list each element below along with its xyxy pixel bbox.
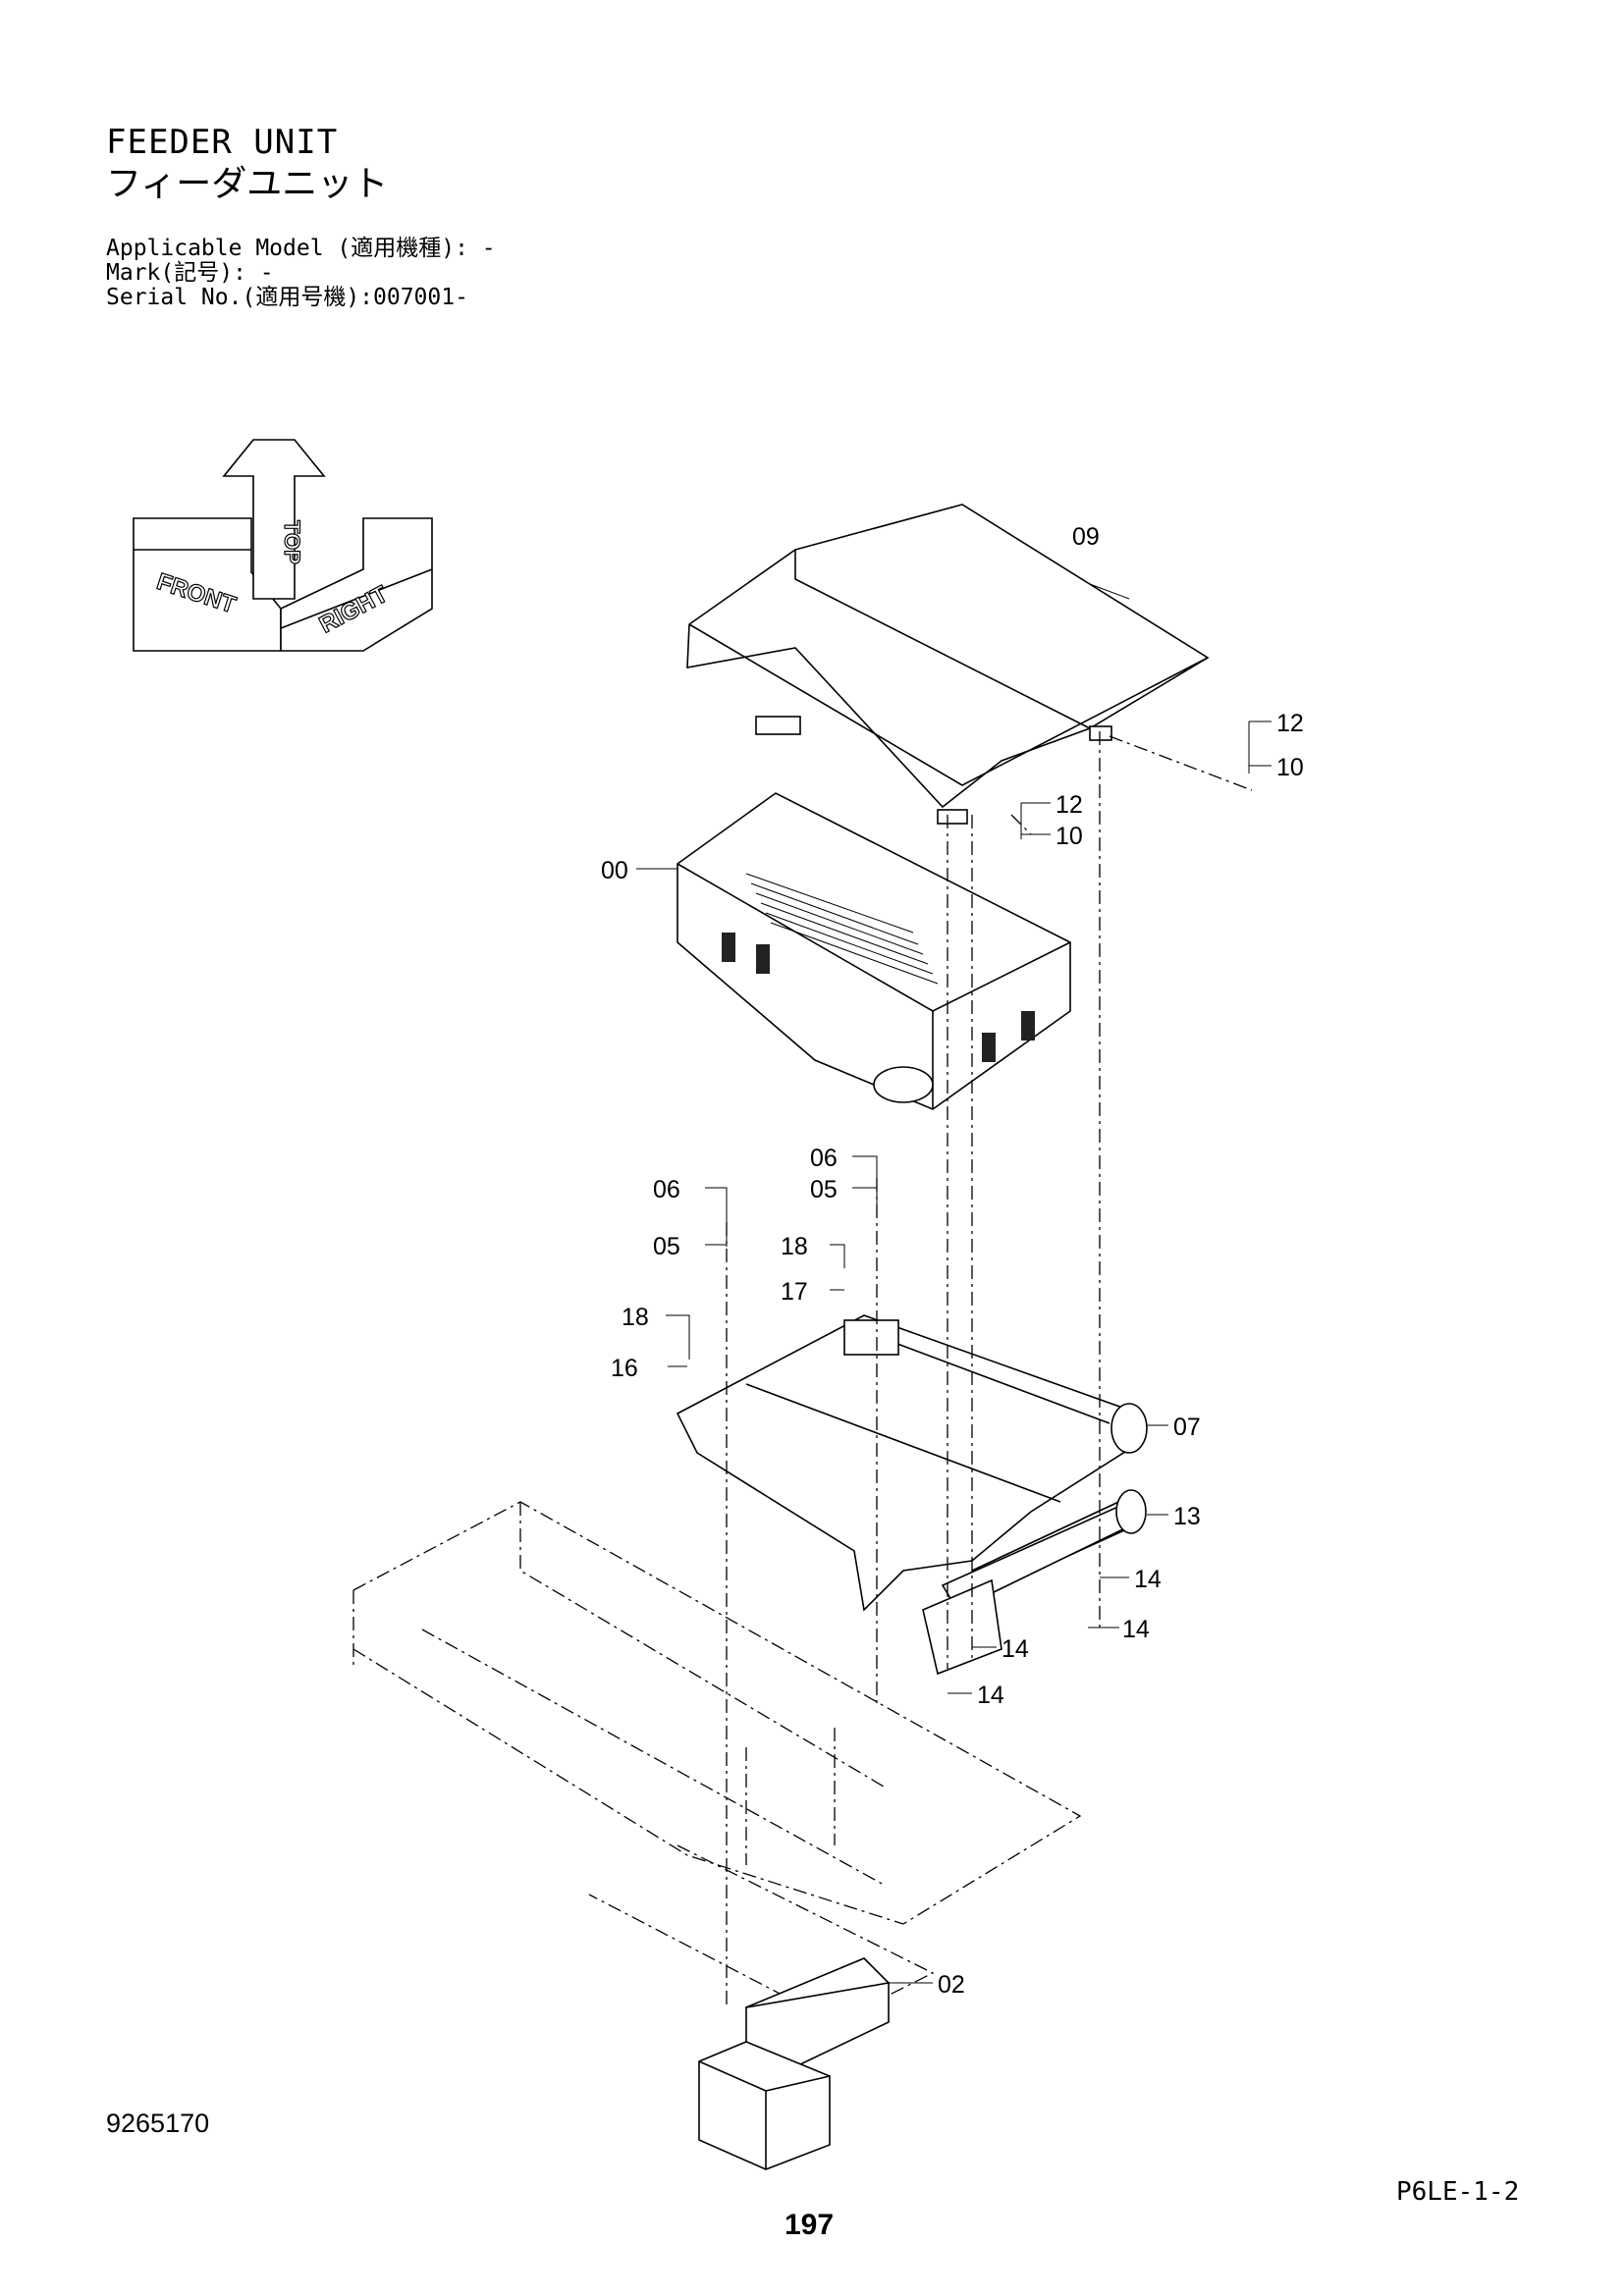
title-japanese: フィーダユニット — [106, 164, 389, 204]
part-frame-07 — [676, 1314, 1148, 1612]
callout-07: 07 — [1173, 1414, 1201, 1441]
part-feeder-body-00 — [677, 792, 1071, 1110]
part-rods-13 — [922, 1489, 1147, 1676]
callout-06b: 06 — [810, 1145, 838, 1172]
callout-13: 13 — [1173, 1503, 1201, 1530]
callout-18b: 18 — [622, 1304, 649, 1331]
callout-14c: 14 — [1001, 1635, 1029, 1663]
callout-02: 02 — [938, 1971, 965, 1999]
document-number: 9265170 — [106, 2109, 210, 2138]
orientation-label-top: TOP — [280, 520, 304, 564]
callout-09: 09 — [1072, 523, 1100, 551]
mark-line: Mark(記号): - — [106, 260, 274, 286]
callout-12a: 12 — [1276, 710, 1304, 737]
callout-14d: 14 — [977, 1682, 1004, 1709]
callout-12b: 12 — [1056, 791, 1083, 819]
callout-14a: 14 — [1134, 1566, 1162, 1593]
callout-16: 16 — [611, 1355, 638, 1382]
page-code: P6LE-1-2 — [1396, 2177, 1520, 2207]
callout-14b: 14 — [1122, 1616, 1150, 1643]
leader-lines — [636, 583, 1272, 1984]
callout-05b: 05 — [810, 1176, 838, 1203]
applicable-model-line: Applicable Model (適用機種): - — [106, 236, 496, 261]
page-number: 197 — [785, 2209, 835, 2241]
callout-10a: 10 — [1276, 754, 1304, 781]
part-battery-tray-02 — [698, 1957, 891, 2170]
callout-17: 17 — [781, 1278, 808, 1306]
callout-00: 00 — [601, 857, 628, 884]
callout-06a: 06 — [653, 1176, 680, 1203]
callout-05a: 05 — [653, 1233, 680, 1260]
alignment-lines — [726, 731, 1253, 2007]
orientation-icon: FRONT RIGHT TOP — [133, 439, 433, 652]
callout-18a: 18 — [781, 1233, 808, 1260]
serial-number-line: Serial No.(適用号機):007001- — [106, 285, 468, 310]
title-english: FEEDER UNIT — [106, 123, 339, 162]
callout-10b: 10 — [1056, 823, 1083, 850]
chassis-frame-phantom — [352, 1501, 1082, 2023]
part-cover-09 — [686, 504, 1210, 825]
